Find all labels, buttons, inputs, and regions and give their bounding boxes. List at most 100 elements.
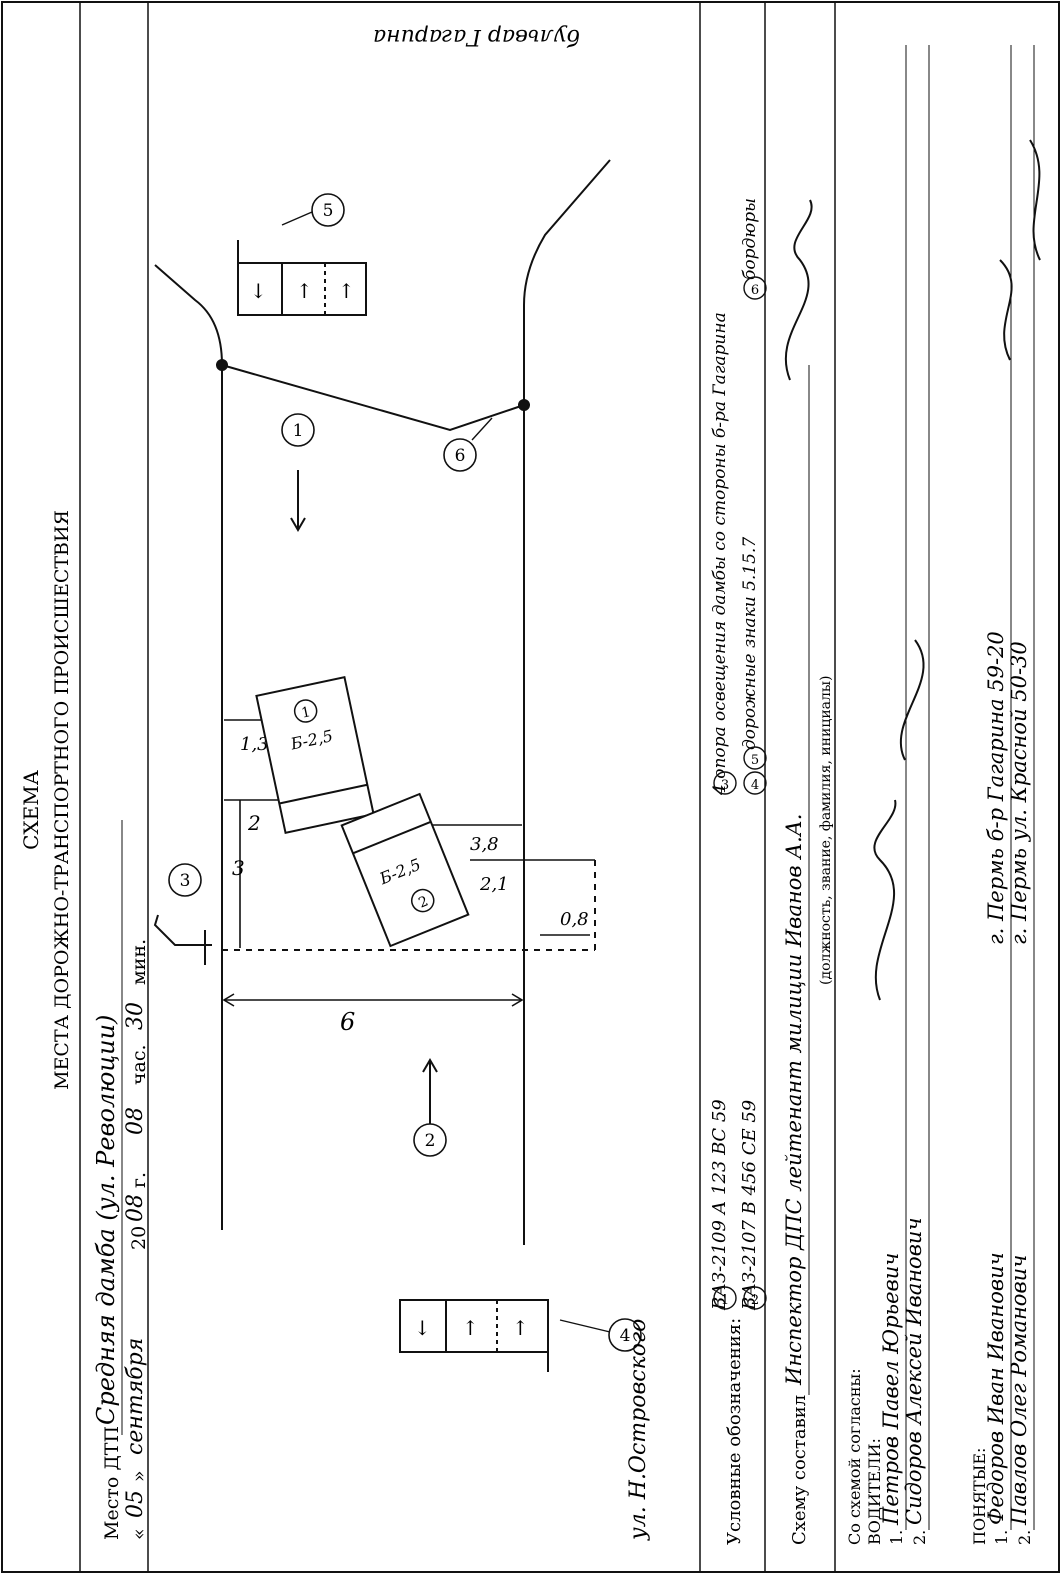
- car-1-marker: [293, 699, 318, 723]
- dim-road-width: 6: [340, 1008, 355, 1036]
- legend-num-6: 6: [751, 283, 759, 298]
- legend-num-5: 5: [751, 753, 759, 768]
- car-2: Б-2,5 2: [340, 792, 470, 948]
- sign-4-box: [399, 1299, 549, 1353]
- marker-6-label: 6: [455, 446, 466, 466]
- road-diagram: [154, 159, 611, 1245]
- road-flare-right: [523, 159, 611, 306]
- curb-point-left: [216, 359, 228, 371]
- time-hour-label: час.: [128, 1044, 150, 1085]
- witness-1-address: г. Пермь б-р Гагарина 59-20: [984, 631, 1008, 945]
- agreed-label: Со схемой согласны:: [845, 1368, 864, 1545]
- time-minute: 30: [123, 1002, 148, 1030]
- compiler-label: Схему составил: [789, 1395, 810, 1545]
- dim-arrow: [511, 993, 524, 1007]
- dim-arrow: [222, 993, 235, 1007]
- drivers-label: ВОДИТЕЛИ:: [865, 1438, 884, 1545]
- legend-marker-5: [743, 746, 767, 770]
- marker-5-label: 5: [323, 201, 334, 221]
- car-2-marker: [410, 888, 435, 913]
- marker-1-label: 1: [293, 421, 304, 441]
- place-value: Средняя дамба (ул. Революции): [92, 1015, 120, 1425]
- legend-marker-3: [713, 771, 737, 795]
- car-1-num: 1: [300, 704, 312, 722]
- dim-3: 3: [232, 856, 245, 880]
- car-1-body: [255, 675, 375, 835]
- lamp-post: [153, 914, 212, 965]
- date-month: сентября: [123, 1338, 148, 1455]
- sign-5: [237, 240, 367, 316]
- sign-5-arrow-right: ↑: [338, 279, 355, 303]
- marker-6-leader: [471, 417, 493, 441]
- witness-1-name: Федоров Иван Иванович: [984, 1252, 1008, 1525]
- date-year-suffix: г.: [128, 1172, 150, 1188]
- sign-4-arrow-mid: ↑: [462, 1316, 479, 1340]
- witnesses-block: ПОНЯТЫЕ: 1. Федоров Иван Иванович г. Пер…: [970, 45, 1035, 1545]
- traffic-arrows: [290, 470, 438, 1125]
- lamp-post-arm: [153, 914, 212, 946]
- legend-item-3: 4 опора освещения дамбы со стороны б-ра …: [710, 312, 730, 796]
- street-top: бульвар Гагарина: [373, 24, 580, 49]
- marker-leaders: [281, 211, 611, 1333]
- date-quote-close: »: [128, 1470, 150, 1482]
- date-year: 08: [123, 1194, 148, 1222]
- legend: Условные обозначения: ВАЗ-2109 А 123 ВС …: [709, 198, 760, 1545]
- marker-1-circle: [281, 413, 315, 447]
- date-day: 05: [123, 1490, 148, 1518]
- marker-2-circle: [413, 1123, 447, 1157]
- sign-5-arrow-mid: ↑: [296, 279, 313, 303]
- marker-2-label: 2: [425, 1131, 436, 1151]
- date-year-prefix: 20: [128, 1226, 150, 1250]
- sign-5-box: [237, 262, 367, 316]
- marker-6-circle: [443, 438, 477, 472]
- legend-num-2: 2: [751, 1293, 759, 1308]
- legend-marker-2: [743, 1286, 767, 1310]
- driver-2-name: Сидоров Алексей Иванович: [902, 1217, 926, 1525]
- compiler-row: Схему составил Инспектор ДПС лейтенант м…: [782, 365, 834, 1545]
- legend-item-1: ВАЗ-2109 А 123 ВС 59: [709, 1099, 730, 1311]
- curb-line: [221, 364, 525, 432]
- car-1-hood: [279, 783, 368, 805]
- legend-marker-4: [743, 771, 767, 795]
- witness-1-signature: [999, 259, 1013, 361]
- sign-5-arrow-left: ↓: [250, 279, 267, 303]
- marker-4-label: 4: [620, 1326, 631, 1346]
- driver-1-name: Петров Павел Юрьевич: [879, 1253, 903, 1526]
- legend-num-3: 3: [721, 778, 729, 793]
- dim-3-8: 3,8: [470, 834, 499, 855]
- witness-2-idx: 2.: [1015, 1530, 1034, 1545]
- witness-1-idx: 1.: [992, 1530, 1011, 1545]
- compiler-caption: (должность, звание, фамилия, инициалы): [818, 675, 834, 985]
- car-1: Б-2,5 1: [255, 675, 375, 835]
- marker-4-leader: [559, 1319, 611, 1333]
- road-flare-left: [154, 264, 223, 366]
- witnesses-label: ПОНЯТЫЕ:: [970, 1448, 989, 1545]
- legend-item-2: ВАЗ-2107 В 456 СЕ 59: [739, 1100, 760, 1311]
- legend-markers: [713, 276, 767, 1310]
- sign-4-arrow-right: ↑: [512, 1316, 529, 1340]
- legend-num-4: 4: [751, 778, 759, 793]
- driver-2-idx: 2.: [910, 1530, 929, 1545]
- legend-item-45: дорожные знаки 5.15.7: [740, 537, 760, 750]
- agreed-block: Со схемой согласны: ВОДИТЕЛИ: 1. Петров …: [845, 45, 930, 1545]
- witness-2-name: Павлов Олег Романович: [1007, 1255, 1031, 1526]
- date-quote-open: «: [128, 1528, 150, 1540]
- driver-1-signature: [873, 799, 897, 1001]
- dim-0-8: 0,8: [560, 909, 589, 930]
- marker-5-leader: [281, 211, 313, 226]
- witness-2-address: г. Пермь ул. Красной 50-30: [1007, 641, 1031, 945]
- compiler-signature: [784, 199, 813, 381]
- time-minute-label: мин.: [128, 939, 150, 985]
- witness-2-signature: [1029, 139, 1041, 261]
- street-bottom: ул. Н.Островского: [626, 1319, 651, 1541]
- direction-arrow-2-head: [422, 1058, 438, 1073]
- sign-4: [399, 1299, 549, 1372]
- legend-label: Условные обозначения:: [724, 1318, 745, 1545]
- sign-4-arrow-left: ↓: [414, 1316, 431, 1340]
- dim-2-1: 2,1: [479, 874, 509, 895]
- direction-arrow-1-head: [290, 517, 306, 532]
- dim-2: 2: [247, 811, 261, 835]
